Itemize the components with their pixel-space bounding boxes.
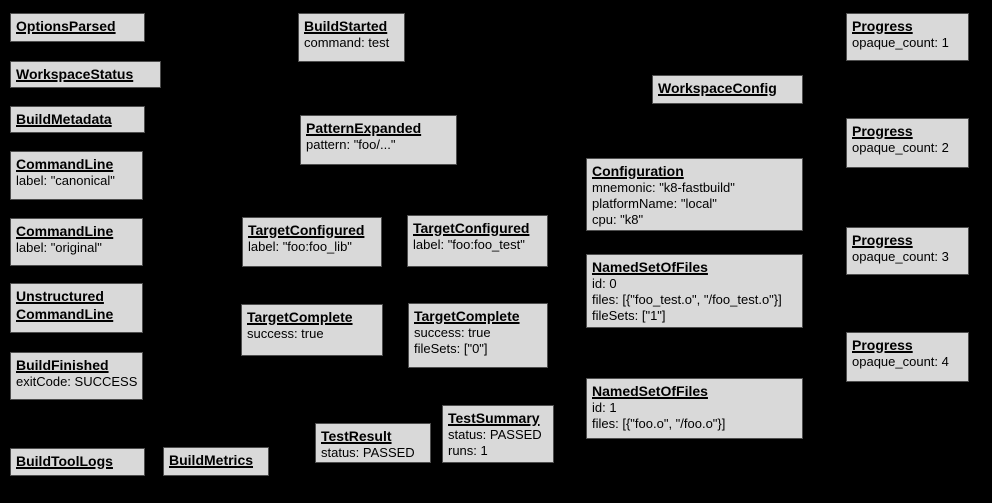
event-title: Progress xyxy=(852,123,913,139)
event-box-test-summary: TestSummary status: PASSED runs: 1 xyxy=(442,405,554,463)
event-field: platformName: "local" xyxy=(592,196,717,211)
event-title: OptionsParsed xyxy=(16,18,116,34)
event-box-progress-4: Progress opaque_count: 4 xyxy=(846,332,969,382)
event-box-pattern-expanded: PatternExpanded pattern: "foo/..." xyxy=(300,115,457,165)
event-title: BuildMetadata xyxy=(16,111,112,127)
event-field: success: true xyxy=(247,326,324,341)
event-box-command-line-canonical: CommandLine label: "canonical" xyxy=(10,151,143,200)
event-field: cpu: "k8" xyxy=(592,212,644,227)
event-title: TargetComplete xyxy=(414,308,520,324)
event-field: id: 1 xyxy=(592,400,617,415)
event-field: opaque_count: 1 xyxy=(852,35,949,50)
event-box-build-metadata: BuildMetadata xyxy=(10,106,145,133)
event-field: files: [{"foo.o", "/foo.o"}] xyxy=(592,416,726,431)
event-box-build-started: BuildStarted command: test xyxy=(298,13,405,62)
event-title: BuildFinished xyxy=(16,357,109,373)
event-field: success: true xyxy=(414,325,491,340)
event-field: opaque_count: 4 xyxy=(852,354,949,369)
event-box-workspace-status: WorkspaceStatus xyxy=(10,61,161,88)
event-title: BuildStarted xyxy=(304,18,388,34)
event-box-progress-1: Progress opaque_count: 1 xyxy=(846,13,969,61)
event-field: opaque_count: 2 xyxy=(852,140,949,155)
event-box-configuration: Configuration mnemonic: "k8-fastbuild" p… xyxy=(586,158,803,231)
event-field: fileSets: ["0"] xyxy=(414,341,488,356)
event-title: CommandLine xyxy=(16,223,114,239)
event-title: BuildToolLogs xyxy=(16,453,113,469)
event-title: PatternExpanded xyxy=(306,120,422,136)
event-title: TargetConfigured xyxy=(248,222,365,238)
event-field: status: PASSED xyxy=(448,427,542,442)
event-box-progress-2: Progress opaque_count: 2 xyxy=(846,118,969,168)
event-box-named-set-of-files-0: NamedSetOfFiles id: 0 files: [{"foo_test… xyxy=(586,254,803,328)
event-field: label: "original" xyxy=(16,240,102,255)
event-title: TestSummary xyxy=(448,410,540,426)
event-title: CommandLine xyxy=(16,156,114,172)
event-box-target-complete-foo-test: TargetComplete success: true fileSets: [… xyxy=(408,303,548,368)
event-title: TargetComplete xyxy=(247,309,353,325)
event-box-options-parsed: OptionsParsed xyxy=(10,13,145,42)
event-box-test-result: TestResult status: PASSED xyxy=(315,423,431,463)
event-field: runs: 1 xyxy=(448,443,488,458)
event-title: BuildMetrics xyxy=(169,452,254,468)
event-box-target-complete-foo-lib: TargetComplete success: true xyxy=(241,304,383,356)
event-title: NamedSetOfFiles xyxy=(592,259,708,275)
event-box-target-configured-foo-lib: TargetConfigured label: "foo:foo_lib" xyxy=(242,217,382,267)
event-title: Unstructured xyxy=(16,288,104,304)
event-title: NamedSetOfFiles xyxy=(592,383,708,399)
event-title: WorkspaceConfig xyxy=(658,80,777,96)
event-title: Configuration xyxy=(592,163,684,179)
event-box-unstructured-command-line: Unstructured CommandLine xyxy=(10,283,143,333)
event-box-build-metrics: BuildMetrics xyxy=(163,447,269,476)
event-field: id: 0 xyxy=(592,276,617,291)
event-field: files: [{"foo_test.o", "/foo_test.o"}] xyxy=(592,292,782,307)
event-box-target-configured-foo-test: TargetConfigured label: "foo:foo_test" xyxy=(407,215,548,267)
event-field: label: "canonical" xyxy=(16,173,115,188)
event-field: opaque_count: 3 xyxy=(852,249,949,264)
event-field: label: "foo:foo_test" xyxy=(413,237,525,252)
event-box-named-set-of-files-1: NamedSetOfFiles id: 1 files: [{"foo.o", … xyxy=(586,378,803,439)
event-title: CommandLine xyxy=(16,306,114,322)
event-field: label: "foo:foo_lib" xyxy=(248,239,352,254)
event-box-command-line-original: CommandLine label: "original" xyxy=(10,218,143,266)
event-box-workspace-config: WorkspaceConfig xyxy=(652,75,803,104)
event-field: command: test xyxy=(304,35,390,50)
event-title: Progress xyxy=(852,232,913,248)
event-field: mnemonic: "k8-fastbuild" xyxy=(592,180,735,195)
event-title: WorkspaceStatus xyxy=(16,66,134,82)
event-field: status: PASSED xyxy=(321,445,415,460)
event-field: pattern: "foo/..." xyxy=(306,137,396,152)
event-title: Progress xyxy=(852,18,913,34)
event-title: TargetConfigured xyxy=(413,220,530,236)
event-field: fileSets: ["1"] xyxy=(592,308,666,323)
event-box-build-finished: BuildFinished exitCode: SUCCESS xyxy=(10,352,143,400)
event-field: exitCode: SUCCESS xyxy=(16,374,138,389)
event-title: TestResult xyxy=(321,428,392,444)
event-box-build-tool-logs: BuildToolLogs xyxy=(10,448,145,476)
event-box-progress-3: Progress opaque_count: 3 xyxy=(846,227,969,275)
event-title: Progress xyxy=(852,337,913,353)
